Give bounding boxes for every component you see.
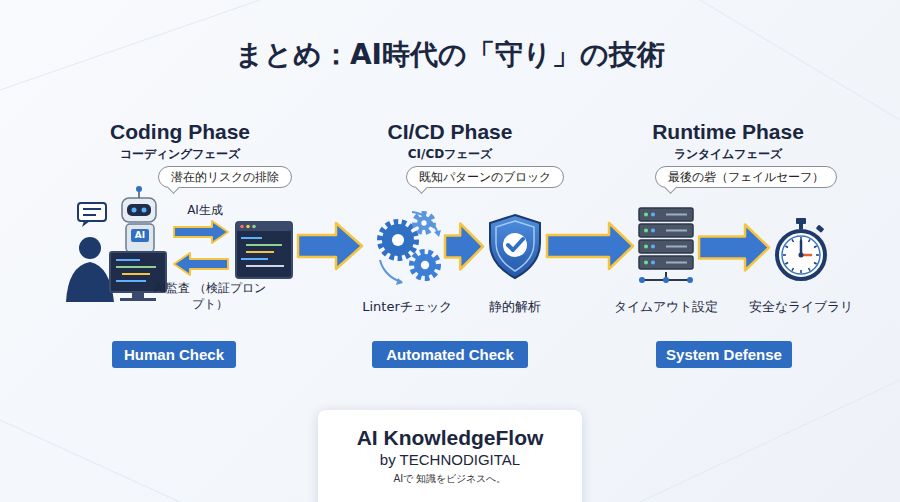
icon-label: Linterチェック: [362, 299, 452, 315]
diagram-title: まとめ：AI時代の「守り」の技術: [235, 36, 665, 74]
code-window: [236, 222, 292, 278]
phase-badge: Automated Check: [372, 341, 528, 368]
gears-icon-shape: [372, 208, 442, 286]
phase-badge: Human Check: [112, 341, 236, 368]
server-icon-shape: [636, 206, 696, 286]
brand-text: AIで 知識をビジネスへ。: [318, 470, 582, 488]
robot-badge: AI: [135, 229, 145, 242]
flow-arrow: [547, 223, 633, 269]
gears-icon: Linterチェック: [372, 208, 442, 286]
node-text: System Defense: [666, 346, 782, 363]
node-text: Human Check: [124, 346, 224, 363]
stopwatch-icon: 安全なライブラリ: [772, 216, 830, 282]
arrow-note: AI生成: [187, 202, 223, 218]
stopwatch-icon-shape: [772, 216, 830, 282]
brand-text: AI KnowledgeFlow: [318, 426, 582, 450]
node-text: 最後の砦（フェイルセーフ）: [668, 169, 824, 186]
phase-subtitle: CI/CDフェーズ: [408, 146, 492, 162]
robot-figure: [122, 186, 156, 252]
phase-subtitle: ランタイムフェーズ: [674, 146, 782, 162]
callout-bubble: 潜在的リスクの排除: [158, 166, 292, 188]
phase-title: Coding Phase: [110, 119, 250, 144]
shield-icon: 静的解析: [486, 212, 544, 280]
arrow-note: AI監査 （検証プロンプト）: [153, 280, 267, 312]
flow-arrow: [699, 225, 769, 271]
callout-bubble: 既知パターンのブロック: [406, 166, 564, 188]
icon-label: 静的解析: [489, 299, 541, 315]
node-text: 既知パターンのブロック: [419, 169, 551, 186]
person-figure: [66, 237, 114, 302]
icon-label: タイムアウト設定: [614, 299, 718, 315]
phase-arrow: [298, 223, 362, 269]
brand-card: AI KnowledgeFlowby TECHNODIGITALAIで 知識をビ…: [318, 410, 582, 502]
phase-title: CI/CD Phase: [388, 119, 513, 144]
shield-icon-shape: [486, 212, 544, 280]
callout-bubble: 最後の砦（フェイルセーフ）: [655, 166, 837, 188]
phase-title: Runtime Phase: [652, 119, 804, 144]
brand-text: by TECHNODIGITAL: [318, 450, 582, 470]
node-text: Automated Check: [386, 346, 514, 363]
node-text: 潜在的リスクの排除: [171, 169, 279, 186]
icon-label: 安全なライブラリ: [749, 299, 853, 315]
phase-subtitle: コーディングフェーズ: [120, 146, 240, 162]
phase-badge: System Defense: [656, 341, 792, 368]
speech-bubble: [78, 203, 106, 227]
generate-arrow: [174, 221, 228, 243]
server-icon: タイムアウト設定: [636, 206, 696, 286]
audit-arrow: [174, 253, 228, 275]
flow-arrow: [445, 224, 483, 270]
